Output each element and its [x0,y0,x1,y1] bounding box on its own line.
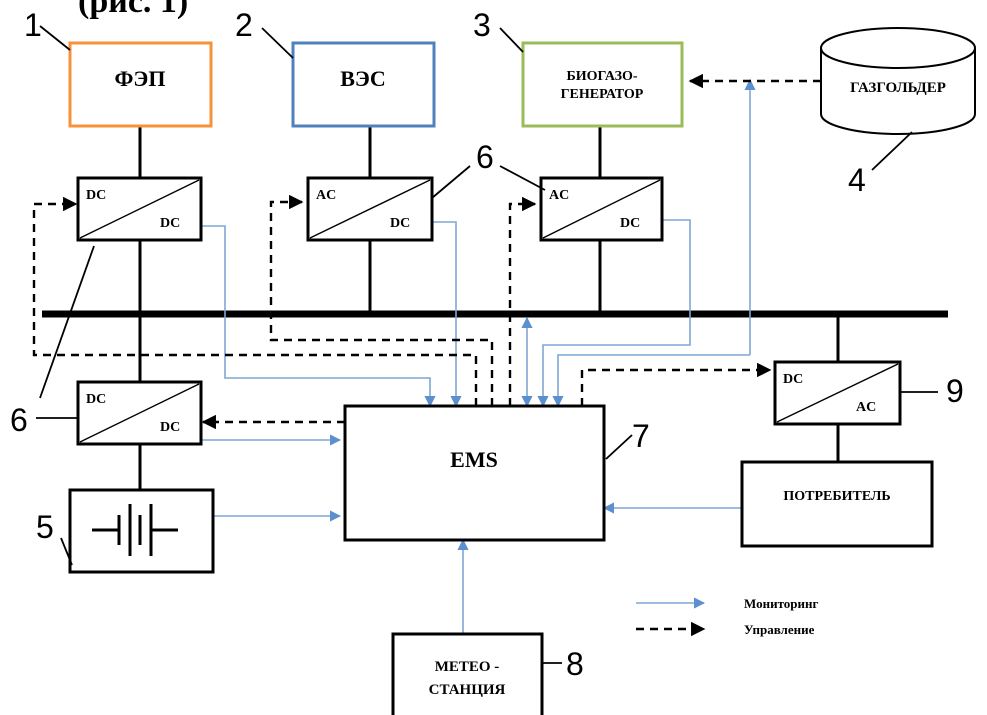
monitor-line-conv3 [537,219,691,408]
leader-6c [431,165,471,199]
fep-box: ФЭП [68,41,213,128]
conv2-in: AC [316,188,336,203]
gasholder-cylinder: ГАЗГОЛЬДЕР [820,27,976,135]
legend: Мониторинг Управление [636,596,819,637]
control-line-conv9 [580,362,772,406]
number-3: 3 [473,7,491,43]
ems-label: EMS [450,447,498,472]
conv9-out: AC [856,400,876,415]
control-line-conv2 [269,194,494,406]
monitor-line-conv1 [201,225,436,408]
leader-1 [39,25,71,51]
monitor-line-bio [552,354,750,408]
consumer-label: ПОТРЕБИТЕЛЬ [783,489,890,504]
conv9-in: DC [783,372,803,387]
meteo-station-box: МЕТЕО - СТАНЦИЯ [391,632,544,715]
control-line-conv3 [508,196,537,406]
leader-5 [60,537,73,566]
converter-dc-ac-9: DC AC [773,360,902,426]
converter-dc-dc-1: DC DC [76,176,203,242]
battery-box [68,488,215,574]
conv3-out: DC [620,216,640,231]
number-9: 9 [946,373,964,409]
ves-box: ВЭС [291,41,436,128]
top-cut-text: (рис. 1) [78,0,188,20]
legend-control-label: Управление [744,622,815,637]
fep-label: ФЭП [115,66,166,91]
number-7: 7 [632,418,650,454]
battery-icon [92,504,178,556]
consumer-box: ПОТРЕБИТЕЛЬ [740,460,934,548]
ems-box: EMS [343,404,606,542]
number-2: 2 [235,7,253,43]
gasholder-label: ГАЗГОЛЬДЕР [850,80,946,96]
monitor-line-conv2 [432,221,462,408]
conv1-in: DC [86,188,106,203]
leader-4 [871,131,913,171]
converter-ac-dc-2: AC DC [306,176,434,242]
converter-dc-dc-4: DC DC [76,380,203,446]
conv1-out: DC [160,216,180,231]
leader-3 [499,27,524,53]
number-8: 8 [566,646,584,682]
converter-ac-dc-3: AC DC [539,176,664,242]
number-6-left: 6 [10,402,28,438]
leader-6b [39,245,95,399]
bio-generator-box: БИОГАЗО- ГЕНЕРАТОР [521,41,684,128]
meteo-label-line2: СТАНЦИЯ [429,682,506,698]
number-5: 5 [36,509,54,545]
leader-7 [605,434,633,460]
number-labels: 1 2 3 4 5 6 6 7 8 9 [10,7,964,682]
meteo-label-line1: МЕТЕО - [435,659,500,675]
control-line-conv1 [32,196,478,406]
conv4-out: DC [160,420,180,435]
bio-label-line2: ГЕНЕРАТОР [561,87,644,102]
conv2-out: DC [390,216,410,231]
number-1: 1 [24,7,42,43]
conv4-in: DC [86,392,106,407]
bio-label-line1: БИОГАЗО- [566,69,637,84]
leader-6d [499,165,546,191]
legend-monitoring-label: Мониторинг [744,596,819,611]
ves-label: ВЭС [340,66,385,91]
conv3-in: AC [549,188,569,203]
number-6-top: 6 [476,139,494,175]
leader-2 [261,27,294,59]
number-4: 4 [848,162,866,198]
